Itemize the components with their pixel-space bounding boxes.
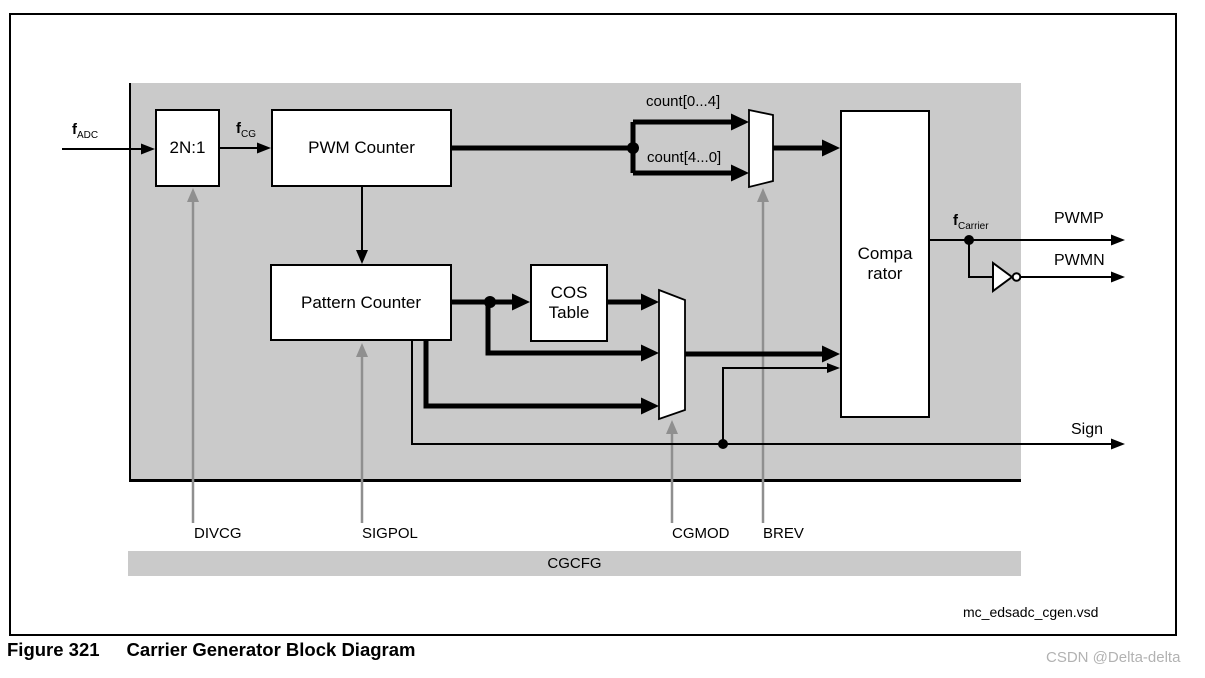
figure-frame xyxy=(9,13,1177,636)
count-low-label: count[4...0] xyxy=(647,149,722,166)
pattern-counter-block: Pattern Counter xyxy=(270,264,452,341)
figure-caption: Figure 321 Carrier Generator Block Diagra… xyxy=(7,639,415,661)
watermark-text: CSDN @Delta-delta xyxy=(1046,649,1181,666)
divcg-label: DIVCG xyxy=(194,525,242,542)
figure-title: Carrier Generator Block Diagram xyxy=(126,639,416,660)
pwm-counter-label: PWM Counter xyxy=(308,138,415,157)
clock-divider-label: 2N:1 xyxy=(169,138,206,157)
source-file-label: mc_edsadc_cgen.vsd xyxy=(963,604,1099,620)
pwmp-label: PWMP xyxy=(1054,210,1104,227)
figure-number: Figure 321 xyxy=(7,639,100,660)
count-high-label: count[0...4] xyxy=(646,93,721,110)
cos-table-block: COS Table xyxy=(530,264,608,342)
fcg-signal-label: fCG xyxy=(236,120,256,140)
cgcfg-label: CGCFG xyxy=(547,555,602,572)
fadc-signal-label: fADC xyxy=(72,121,99,141)
pwmn-label: PWMN xyxy=(1054,252,1105,269)
pattern-counter-label: Pattern Counter xyxy=(300,292,421,312)
pwm-counter-block: PWM Counter xyxy=(271,109,452,187)
comparator-block: Compa rator xyxy=(840,110,930,418)
brev-label: BREV xyxy=(763,525,804,542)
sign-label: Sign xyxy=(1071,421,1104,438)
cos-table-label: COS Table xyxy=(548,283,590,322)
clock-divider-block: 2N:1 xyxy=(155,109,220,187)
sigpol-label: SIGPOL xyxy=(362,525,418,542)
fcarrier-signal-label: fCarrier xyxy=(953,212,989,232)
cgcfg-register-bar: CGCFG xyxy=(128,551,1021,576)
cgmod-label: CGMOD xyxy=(672,525,730,542)
comparator-label: Compa rator xyxy=(857,244,913,283)
